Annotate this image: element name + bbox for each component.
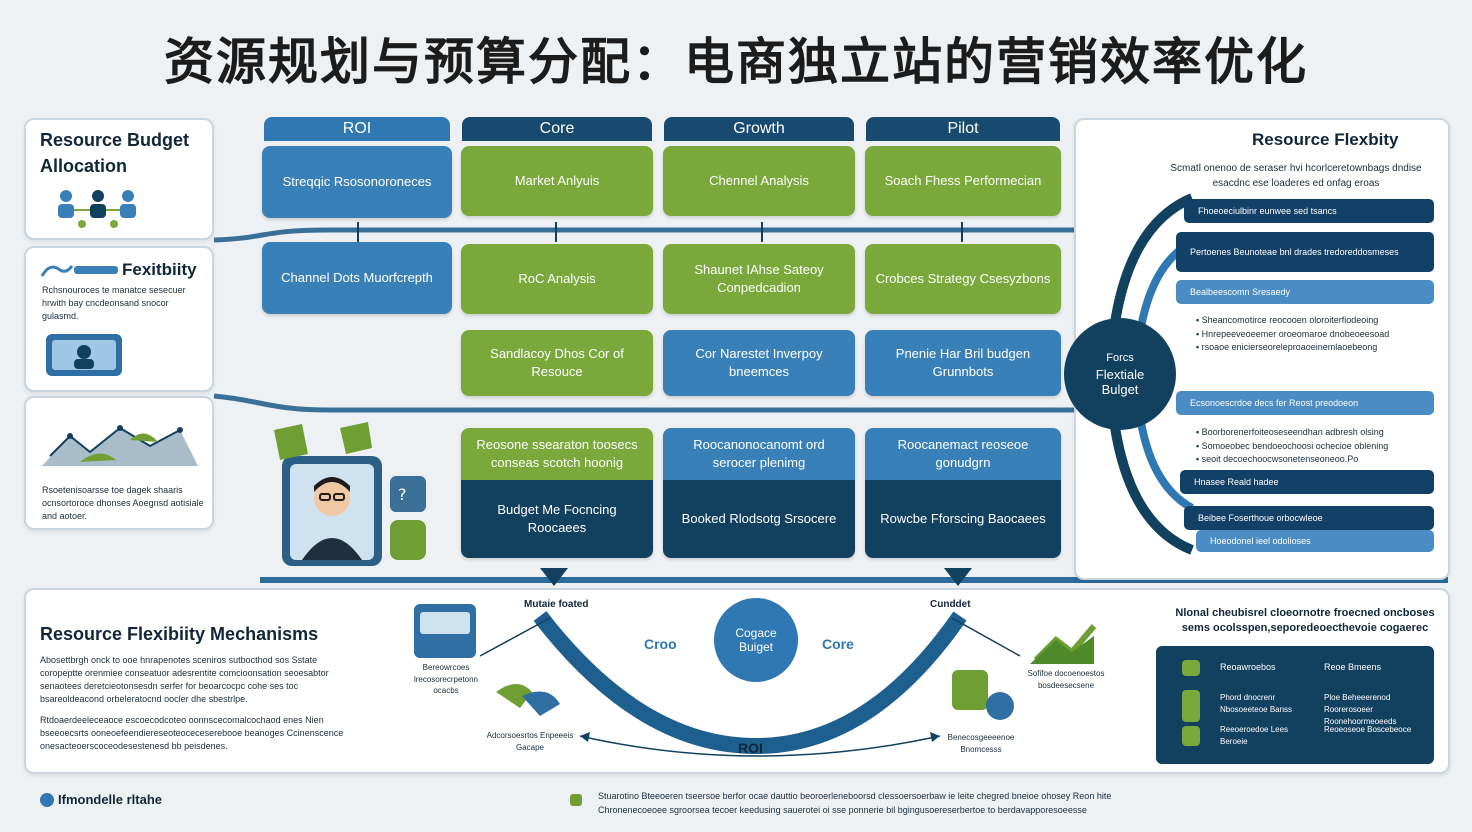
cell-cross-strategy: Crobces Strategy Csesyzbons	[865, 244, 1061, 314]
bullet-a3: rsoaoe enicierseoreleproaoeinemlaoebeong	[1196, 341, 1436, 355]
footer-note-icon	[570, 794, 582, 806]
flexibility-text: Rchsnouroces te manatce sesecuer hrwith …	[42, 285, 186, 322]
cell-growth-bottom: Booked Rlodsotg Srsocere	[663, 480, 855, 558]
table-r2c1: Phord dnocrenr Nbosoeeteoe Banss	[1220, 693, 1293, 714]
cell-performance: Soach Fhess Performecian	[865, 146, 1061, 216]
brand-logo-icon	[40, 793, 54, 807]
roi-label: ROI	[738, 740, 763, 756]
cell-strategic-resources: Streqqic Rsosonoroneces	[262, 146, 452, 218]
cell-inventory: Cor Narestet Inverpoy bneemces	[663, 330, 855, 396]
bullet-b3: seoit decoechoocwsonetenseoneoo.Po	[1196, 453, 1436, 467]
cell-pilot-top: Roocanemact reoseoe gonudgrn	[865, 428, 1061, 480]
cell-cost-of-resource: Sandlacoy Dhos Cor of Resouce	[461, 330, 653, 396]
bullet-a1: Sheancomotirce reocooen oloroiterfiodeoi…	[1196, 314, 1436, 328]
label-budget: Cunddet	[930, 599, 971, 610]
mechanism-arc-diagram	[414, 604, 1097, 757]
footer-note-2: Chronenecoeoee sgroorsea tecoer keedusin…	[598, 805, 1087, 815]
mechanisms-title: Resource Flexibiity Mechanisms	[40, 624, 319, 644]
bullet-b2: Somoeobec bendoeochoosi ochecioe oblenin…	[1196, 440, 1436, 454]
cell-group-pilot: Roocanemact reoseoe gonudgrn Rowcbe Ffor…	[865, 428, 1061, 558]
core-hub-line-2: Buiget	[738, 640, 774, 654]
right-bottom-heading: Nlonal cheubisrel cloeornotre froecned o…	[1175, 607, 1435, 635]
budget-allocation-panel: Resource Budget Allocation	[24, 118, 214, 240]
flex-bar-1: Fhoeoeciulbinr eunwee sed tsancs	[1184, 199, 1434, 223]
label-right-bottom: Benecosgeeeenoe Bnomcesss	[947, 733, 1015, 754]
hub-line-2: Flextiale	[1095, 366, 1145, 382]
cell-roc-analysis: RoC Analysis	[461, 244, 653, 314]
column-header-pilot: Pilot	[866, 117, 1060, 141]
cell-growth-top: Roocanonocanomt ord serocer plenimg	[663, 428, 855, 480]
cell-pilot-bottom: Rowcbe Fforscing Baocaees	[865, 480, 1061, 558]
table-r2c2: Ploe Beheeerenod Roorerosoeer Roonehoorm…	[1324, 693, 1397, 726]
label-left-box: Bereowrcoes lrecosorecrpetonn ocacbs	[413, 663, 479, 696]
svg-text:?: ?	[398, 485, 407, 504]
flex-bar-2: Pertoenes Beunoteae bnl drades tredoredd…	[1176, 232, 1434, 272]
cell-core-bottom: Budget Me Focncing Roocaees	[461, 480, 653, 558]
cell-budget-grants: Pnenie Har Bril budgen Grunnbots	[865, 330, 1061, 396]
flexibility-panel: Fexitbiity Rchsnouroces te manatce sesec…	[24, 246, 214, 392]
cell-strategy-consolidation: Shaunet IAhse Sateoy Conpedcadion	[663, 244, 855, 314]
page-title: 资源规划与预算分配：电商独立站的营销效率优化	[164, 33, 1308, 91]
arc-label-left: Croo	[644, 636, 677, 652]
trend-text: Rsoetenisoarsse toe dagek shaaris ocnsor…	[42, 485, 204, 522]
trend-panel: Rsoetenisoarsse toe dagek shaaris ocnsor…	[24, 396, 214, 530]
right-panel-title: Resource Flexbity	[1252, 130, 1399, 149]
label-multiple-folded: Mutaie foated	[524, 599, 589, 610]
bullet-a2: Hnrepeeveoeemer oroeomaroe dnobeoeesoad	[1196, 328, 1436, 342]
cell-core-top: Reosone ssearaton toosecs conseas scotch…	[461, 428, 653, 480]
flexible-budget-hub: Forcs Flextiale Bulget	[1064, 318, 1176, 430]
flexibility-title: Fexitbiity	[122, 260, 197, 279]
label-left-bottom: Adcorsoesrtos Enpeeeis Gacape	[486, 731, 574, 752]
mechanisms-para-1: Abosettbrgh onck to ooe hnrapenotes scen…	[40, 655, 329, 705]
budget-allocation-title-2: Allocation	[40, 156, 128, 176]
flex-bar-5: Hnasee Reald hadee	[1180, 470, 1434, 494]
footer-note-1: Stuarotino Bteeoeren tseersoe berfor oca…	[598, 791, 1112, 801]
cell-market-analysis: Market Anlyuis	[461, 146, 653, 216]
cell-group-growth: Roocanonocanomt ord serocer plenimg Book…	[663, 428, 855, 558]
table-r1c2: Reoe Bmeens	[1324, 662, 1382, 672]
hub-line-3: Bulget	[1101, 381, 1139, 397]
table-r1c1: Reoawroebos	[1220, 662, 1276, 672]
flexibility-logo-icon	[40, 265, 118, 277]
people-network-icon	[58, 190, 136, 228]
flex-bar-4: Ecsonoescrdoe decs fer Reost preodoeon	[1176, 391, 1434, 415]
hub-line-1: Forcs	[1106, 351, 1134, 364]
footer-brand: Ifmondelle rltahe	[58, 792, 163, 807]
table-icon-2	[1182, 690, 1200, 722]
flex-bar-3: Bealbeescomn Sresaedy	[1176, 280, 1434, 304]
core-budget-hub: Cogace Buiget	[714, 598, 798, 682]
table-r3c2: Reoeoseoe Boscebeoce	[1324, 725, 1412, 734]
flex-bar-7: Hoeodonel ieel odolioses	[1196, 530, 1434, 552]
flex-bullets-a: Sheancomotirce reocooen oloroiterfiodeoi…	[1196, 314, 1436, 355]
mechanisms-para-2: Rtdoaerdeeleceaoce escoecodcoteo oonnsce…	[40, 715, 344, 752]
flex-bar-6: Beibee Foserthoue orbocwleoe	[1184, 506, 1434, 530]
arc-label-right: Core	[822, 636, 854, 652]
flex-bullets-b: Boorborenerfoiteoseseendhan adbresh olsi…	[1196, 426, 1436, 467]
budget-allocation-title-1: Resource Budget	[40, 130, 190, 150]
core-hub-line-1: Cogace	[735, 626, 777, 640]
cell-channel-dots: Channel Dots Muorfcrepth	[262, 242, 452, 314]
table-icon-3	[1182, 726, 1200, 746]
label-right-top: Sofifoe docoenoestos bosdeesecsene	[1027, 669, 1105, 690]
column-header-roi: ROI	[264, 117, 450, 141]
laptop-user-icon	[46, 334, 122, 376]
cell-group-core: Reosone ssearaton toosecs conseas scotch…	[461, 428, 653, 558]
table-r3c1: Reeoeroedoe Lees Beroeie	[1220, 725, 1289, 746]
right-panel-subtitle: Scmatl onenoo de seraser hvi hcorlcereto…	[1170, 163, 1422, 189]
resource-table: Reoawroebos Reoe Bmeens Phord dnocrenr N…	[1156, 646, 1434, 764]
column-header-growth: Growth	[664, 117, 854, 141]
table-icon-1	[1182, 660, 1200, 676]
analyst-illustration: ?	[274, 422, 426, 566]
bullet-b1: Boorborenerfoiteoseseendhan adbresh olsi…	[1196, 426, 1436, 440]
column-header-core: Core	[462, 117, 652, 141]
cell-channel-analysis: Chennel Analysis	[663, 146, 855, 216]
mountain-chart-icon	[42, 425, 198, 466]
